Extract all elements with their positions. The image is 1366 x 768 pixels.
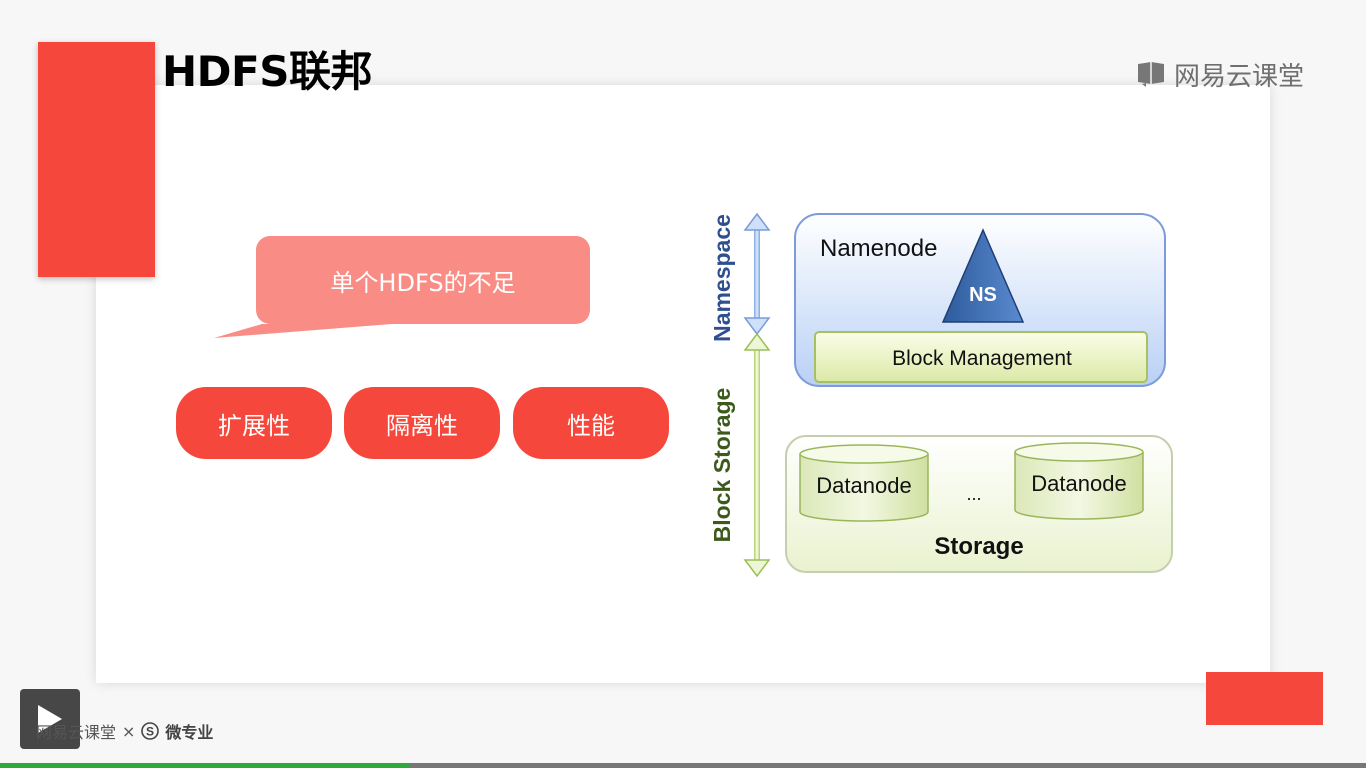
brand-logo: 网易云课堂 (1136, 58, 1305, 92)
brand-name: 网易云课堂 (1174, 61, 1305, 92)
pill-label: 扩展性 (218, 411, 290, 440)
footer-x: × (122, 721, 136, 741)
storage-label: Storage (934, 533, 1023, 560)
ns-label: NS (969, 284, 997, 306)
datanode-right-cylinder (1014, 442, 1144, 520)
pill-performance: 性能 (513, 387, 669, 459)
namenode-label: Namenode (820, 235, 937, 262)
book-icon (1138, 62, 1164, 87)
footer-brand: 网易云课堂 × S 微专业 (36, 719, 213, 743)
slide-title: HDFS联邦 (162, 47, 372, 96)
progress-fill (0, 763, 410, 768)
red-accent-bar (38, 42, 155, 277)
datanode-left-label: Datanode (816, 473, 911, 498)
play-icon (38, 705, 62, 733)
block-management-label: Block Management (892, 347, 1072, 370)
block-storage-label: Block Storage (709, 388, 735, 543)
play-button[interactable] (20, 689, 80, 749)
svg-text:S: S (146, 725, 154, 739)
red-corner-accent (1206, 672, 1323, 725)
bubble-tail (214, 324, 392, 338)
footer-brand-name: 网易云课堂 (36, 723, 117, 742)
pill-isolation: 隔离性 (344, 387, 500, 459)
datanode-right-label: Datanode (1031, 471, 1126, 496)
ellipsis-label: ... (966, 484, 981, 504)
pill-scalability: 扩展性 (176, 387, 332, 459)
datanode-left-cylinder (799, 444, 929, 522)
speech-bubble: 单个HDFS的不足 (256, 236, 590, 324)
pill-label: 性能 (567, 411, 615, 440)
bubble-text: 单个HDFS的不足 (330, 268, 516, 297)
footer-sub: 微专业 (165, 723, 214, 742)
namespace-triangle (941, 228, 1025, 323)
namespace-arrow (743, 212, 771, 336)
pill-label: 隔离性 (386, 411, 458, 440)
progress-bar[interactable] (0, 763, 1366, 768)
namespace-label: Namespace (709, 214, 735, 342)
block-storage-arrow (743, 332, 771, 578)
block-management-box (814, 331, 1148, 383)
hdfs-architecture-diagram: Namespace Block Storage Namenode NS Bloc… (709, 212, 1173, 578)
micro-major-icon: S (141, 722, 160, 740)
